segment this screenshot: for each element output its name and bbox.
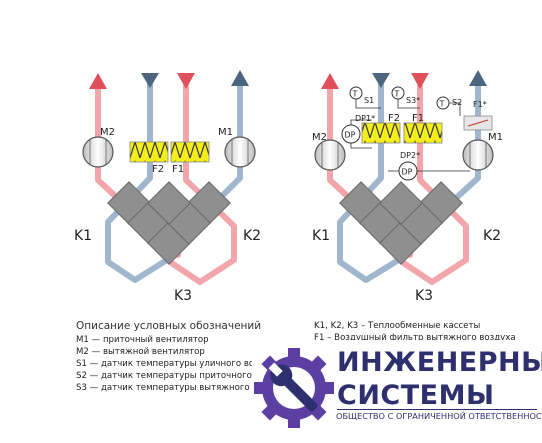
- label-k1-r: K1: [312, 228, 330, 244]
- svg-text:T: T: [352, 90, 358, 99]
- supply-duct-right-r: [399, 83, 469, 285]
- legend-item-f1: F1 – Воздушный фильтр вытяжного воздуха: [314, 333, 516, 343]
- brand-banner: ИНЖЕНЕРНЫЕ СИСТЕМЫ ОБЩЕСТВО С ОГРАНИЧЕНН…: [252, 340, 542, 443]
- label-k1: K1: [74, 228, 92, 244]
- supply-duct-right: [167, 83, 237, 285]
- cassette-k3-b-r: [379, 181, 423, 225]
- legend-item-s3: S3 — датчик температуры вытяжного воз: [76, 383, 268, 393]
- supply-arrow-up-left-r: [321, 73, 339, 89]
- sensor-t-2: T: [391, 86, 405, 100]
- label-dp2: DP2*: [400, 151, 420, 160]
- label-s1: S1: [364, 96, 374, 105]
- svg-text:DP: DP: [402, 168, 413, 177]
- label-m2-r: M2: [312, 132, 327, 143]
- label-f1-r: F1: [412, 113, 424, 124]
- label-m1-r: M1: [488, 132, 503, 143]
- exhaust-arrow-down-left: [141, 73, 159, 88]
- filter-f1-r: [403, 122, 443, 144]
- exhaust-arrow-up-right-r: [469, 70, 487, 86]
- legend-item-m1: M1 — приточный вентилятор: [76, 335, 209, 345]
- label-f2: F2: [152, 164, 164, 175]
- brand-name-line1: ИНЖЕНЕРНЫЕ: [337, 347, 542, 378]
- fan-m2: [82, 136, 114, 168]
- label-k3: K3: [174, 288, 192, 304]
- svg-text:T: T: [394, 90, 400, 99]
- label-dp1: DP1*: [355, 114, 375, 123]
- label-s3: S3*: [406, 96, 420, 105]
- label-f1-star: F1*: [473, 100, 487, 109]
- svg-text:T: T: [439, 100, 445, 109]
- label-m1: M1: [218, 127, 233, 138]
- legend-item-k: K1, K2, K3 – Теплообменные кассеты: [314, 321, 481, 331]
- filter-f2: [129, 141, 169, 163]
- pressure-dp-right: DP: [398, 161, 418, 181]
- right-diagram: T T T DP DP M2 M1 S1 S3* S2 F1*: [312, 70, 503, 304]
- filter-f1: [170, 141, 210, 163]
- supply-arrow-up-left: [89, 73, 107, 89]
- sensor-t-3: T: [436, 96, 450, 110]
- label-k2: K2: [243, 228, 261, 244]
- label-k3-r: K3: [415, 288, 433, 304]
- pressure-dp-left: DP: [341, 124, 361, 144]
- exhaust-arrow-down-left-r: [372, 73, 390, 88]
- supply-arrow-down-center: [177, 73, 195, 89]
- filter-f2-r: [361, 122, 401, 144]
- label-s2: S2: [452, 98, 462, 107]
- brand-divider: [337, 409, 537, 410]
- fan-m1-r: [462, 139, 494, 171]
- brand-tagline: ОБЩЕСТВО С ОГРАНИЧЕННОЙ ОТВЕТСТВЕННОСТЬЮ: [336, 411, 542, 421]
- legend-item-m2: M2 — вытяжной вентилятор: [76, 347, 205, 357]
- supply-arrow-down-center-r: [411, 73, 429, 89]
- legend-title: Описание условных обозначений: [76, 320, 262, 332]
- label-f2-r: F2: [388, 113, 400, 124]
- sensor-t-1: T: [349, 86, 363, 100]
- fan-m2-r: [314, 139, 346, 171]
- fan-m1: [224, 136, 256, 168]
- cassette-k3-b: [147, 181, 191, 225]
- label-k2-r: K2: [483, 228, 501, 244]
- heat-exchanger-cassettes-r: [339, 181, 463, 265]
- exhaust-duct-left-r: [337, 75, 413, 283]
- exhaust-arrow-up-right: [231, 70, 249, 86]
- gear-wrench-logo: [254, 348, 334, 428]
- brand-name-line2: СИСТЕМЫ: [337, 380, 495, 411]
- heat-exchanger-cassettes: [107, 181, 231, 265]
- label-m2: M2: [100, 127, 115, 138]
- legend-item-s1: S1 — датчик температуры уличного воз: [76, 359, 259, 369]
- label-f1: F1: [172, 164, 184, 175]
- legend-item-s2: S2 — датчик температуры приточного в: [76, 371, 260, 381]
- svg-text:DP: DP: [345, 131, 356, 140]
- left-diagram: M2 M1 F2 F1 K1 K2 K3: [74, 70, 261, 304]
